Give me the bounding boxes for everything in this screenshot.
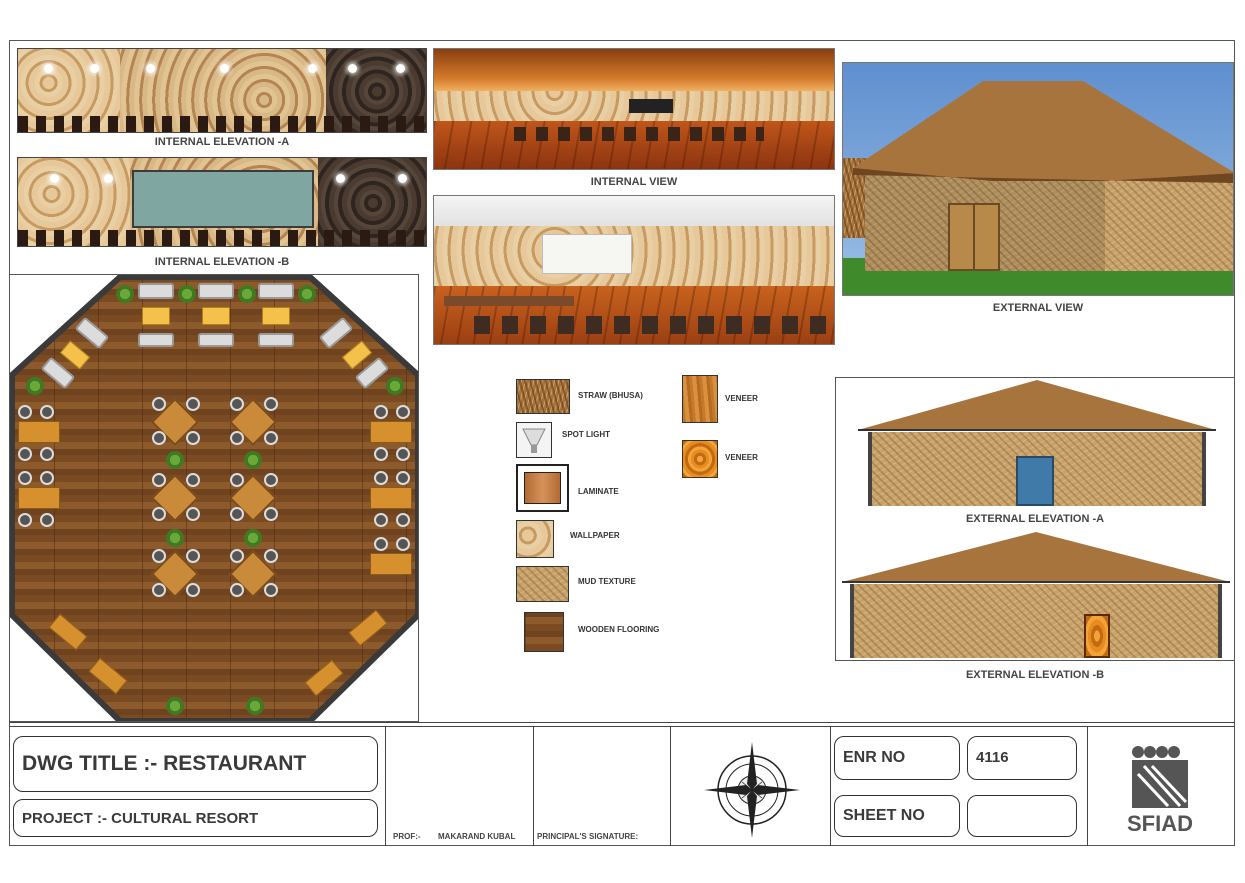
legend-label-laminate: LAMINATE bbox=[578, 487, 619, 496]
legend-label-straw: STRAW (BHUSA) bbox=[578, 391, 643, 400]
dwg-title-box: DWG TITLE :- RESTAURANT bbox=[13, 736, 378, 792]
sheet-no-value bbox=[967, 795, 1077, 837]
sfiad-logo bbox=[1124, 744, 1196, 810]
legend-label-wallpaper: WALLPAPER bbox=[570, 531, 620, 540]
floor-plan bbox=[9, 274, 419, 722]
internal-view-render-2 bbox=[433, 195, 835, 345]
sheet-no-label: SHEET NO bbox=[834, 795, 960, 837]
legend-swatch-veneer-light bbox=[682, 375, 718, 423]
legend-swatch-wallpaper bbox=[516, 520, 554, 558]
enr-no-label: ENR NO bbox=[834, 736, 960, 780]
legend-swatch-laminate bbox=[516, 464, 569, 512]
legend-swatch-mud bbox=[516, 566, 569, 602]
legend-label-veneer-1: VENEER bbox=[725, 394, 758, 403]
external-elevation-a-caption: EXTERNAL ELEVATION -A bbox=[965, 513, 1105, 525]
prof-label: PROF:- bbox=[393, 832, 421, 841]
internal-elevation-a-caption: INTERNAL ELEVATION -A bbox=[154, 136, 290, 148]
spotlight-icon bbox=[516, 422, 552, 458]
external-view-render bbox=[842, 62, 1234, 296]
internal-elevation-a-drawing bbox=[17, 48, 427, 133]
legend-swatch-wooden-flooring bbox=[524, 612, 564, 652]
external-elevation-a-drawing bbox=[858, 380, 1216, 508]
legend-label-spotlight: SPOT LIGHT bbox=[562, 430, 610, 439]
internal-view-caption: INTERNAL VIEW bbox=[590, 176, 678, 188]
legend-swatch-straw bbox=[516, 379, 570, 414]
prof-name: MAKARAND KUBAL bbox=[438, 832, 516, 841]
enr-no-value: 4116 bbox=[967, 736, 1077, 780]
principal-signature-label: PRINCIPAL'S SIGNATURE: bbox=[537, 832, 639, 841]
project-box: PROJECT :- CULTURAL RESORT bbox=[13, 799, 378, 837]
internal-elevation-b-caption: INTERNAL ELEVATION -B bbox=[154, 256, 290, 268]
thatched-roof bbox=[853, 81, 1233, 183]
legend-label-mud: MUD TEXTURE bbox=[578, 577, 636, 586]
legend-label-veneer-2: VENEER bbox=[725, 453, 758, 462]
external-elevation-b-drawing bbox=[842, 532, 1230, 660]
internal-view-render-1 bbox=[433, 48, 835, 170]
legend-label-wooden-flooring: WOODEN FLOORING bbox=[578, 625, 660, 634]
external-elevation-b-caption: EXTERNAL ELEVATION -B bbox=[965, 669, 1105, 681]
external-elevations-frame bbox=[835, 377, 1235, 661]
external-view-caption: EXTERNAL VIEW bbox=[992, 302, 1084, 314]
sfiad-logo-text: SFIAD bbox=[1127, 811, 1193, 836]
legend-swatch-veneer-dark bbox=[682, 440, 718, 478]
internal-elevation-b-drawing bbox=[17, 157, 427, 247]
compass-rose-icon bbox=[702, 738, 802, 842]
